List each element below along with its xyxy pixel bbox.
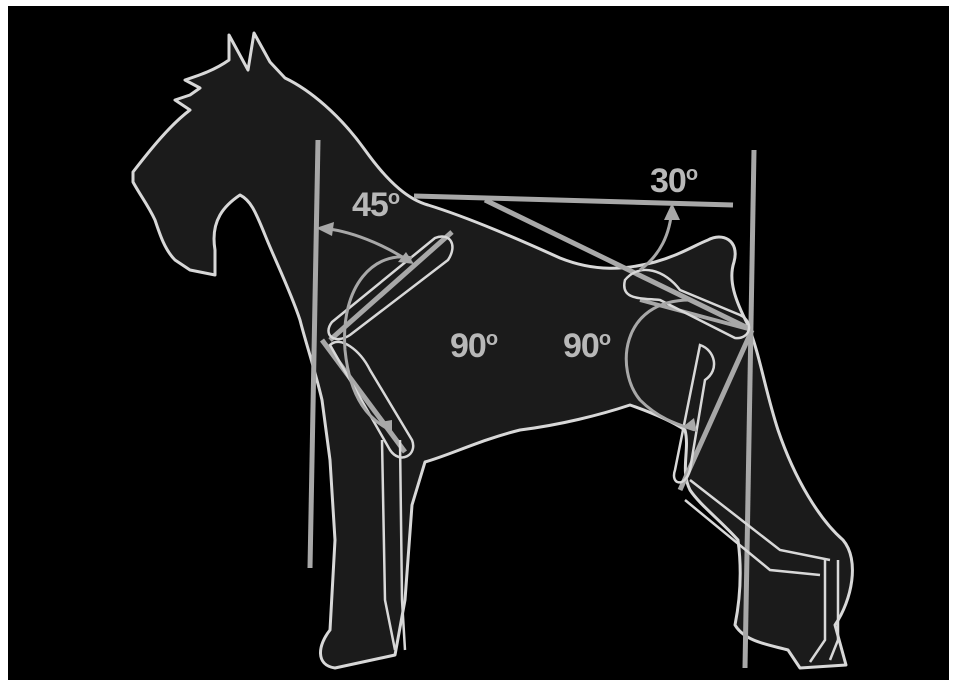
dog-diagram-svg: 45o 30o 90o 90o [0, 0, 957, 689]
conformation-diagram: 45o 30o 90o 90o [0, 0, 957, 689]
